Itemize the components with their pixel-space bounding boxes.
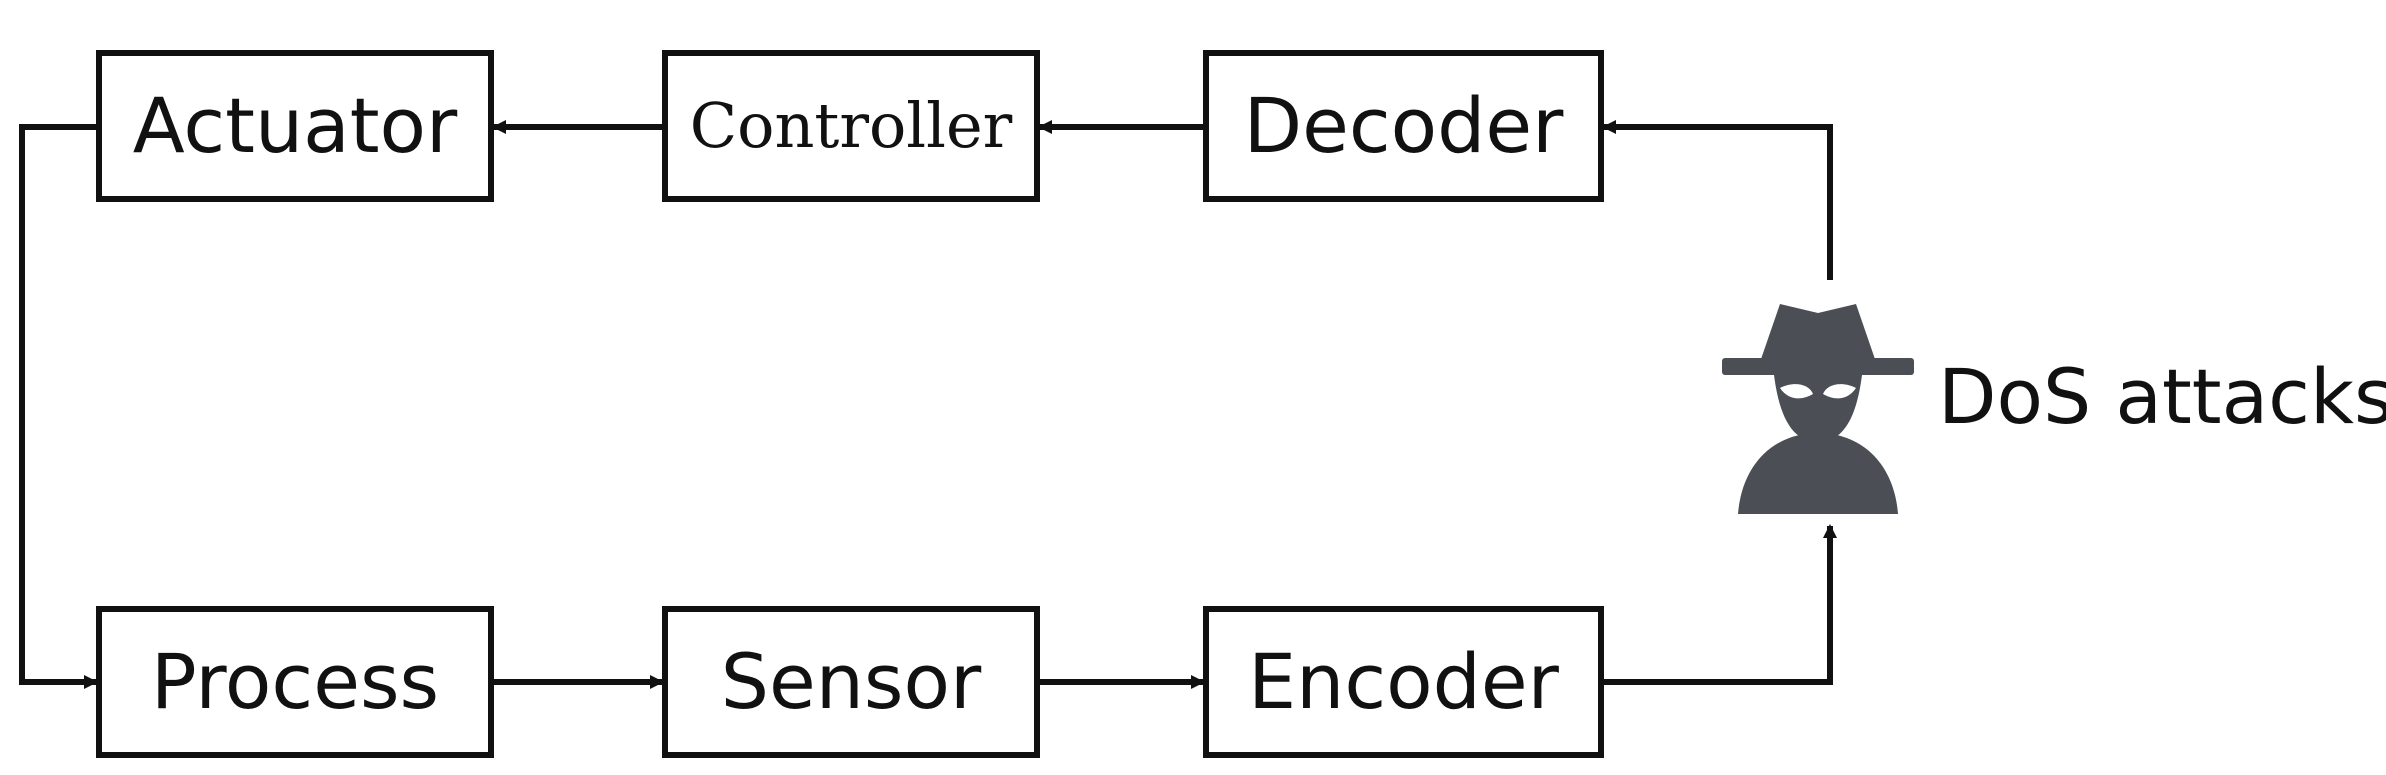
encoder-label: Encoder (1248, 637, 1559, 726)
decoder-block: Decoder (1203, 50, 1604, 202)
spy-icon (1722, 282, 1914, 514)
arrow-encoder-to-dos (1604, 524, 1837, 685)
arrow-actuator-to-process (19, 124, 98, 689)
decoder-label: Decoder (1243, 81, 1564, 170)
controller-label: Controller (689, 89, 1013, 162)
process-label: Process (150, 637, 440, 726)
arrow-dos-to-decoder (1602, 120, 1833, 280)
encoder-block: Encoder (1203, 606, 1604, 758)
sensor-label: Sensor (720, 637, 982, 726)
actuator-block: Actuator (96, 50, 494, 202)
actuator-label: Actuator (132, 81, 458, 170)
dos-attacks-label: DoS attacks (1938, 352, 2386, 441)
controller-block: Controller (662, 50, 1040, 202)
process-block: Process (96, 606, 494, 758)
sensor-block: Sensor (662, 606, 1040, 758)
